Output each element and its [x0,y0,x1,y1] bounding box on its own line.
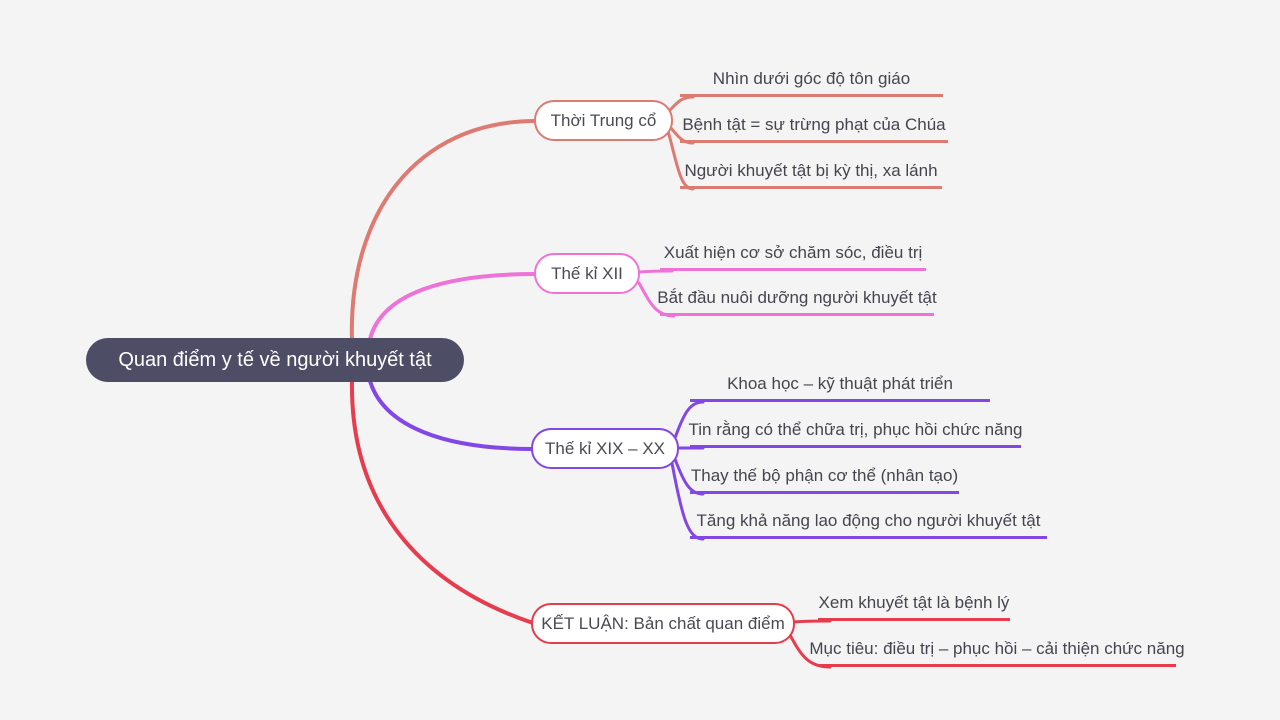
root-topic[interactable]: Quan điểm y tế về người khuyết tật [86,338,464,382]
child-topic[interactable]: Mục tiêu: điều trị – phục hồi – cải thiệ… [809,639,1185,667]
branch-ket-luan[interactable]: KẾT LUẬN: Bản chất quan điểm [531,603,795,644]
edge-branch2-child1 [638,269,674,274]
child-topic[interactable]: Xuất hiện cơ sở chăm sóc, điều trị [660,243,926,271]
child-topic[interactable]: Tin rằng có thể chữa trị, phục hồi chức … [689,420,1023,448]
child-topic[interactable]: Bệnh tật = sự trừng phạt của Chúa [680,115,948,143]
edge-root-branch4 [349,379,535,625]
child-topic[interactable]: Thay thế bộ phận cơ thể (nhân tạo) [690,466,959,494]
child-topic[interactable]: Người khuyết tật bị kỳ thị, xa lánh [680,161,942,189]
child-topic[interactable]: Bắt đầu nuôi dưỡng người khuyết tật [657,288,937,316]
edge-branch4-child1 [792,619,832,624]
edge-root-branch2 [368,272,538,341]
edge-branch1-child1 [667,95,695,113]
child-topic[interactable]: Khoa học – kỹ thuật phát triển [690,374,990,402]
branch-the-ki-xix-xx[interactable]: Thế kỉ XIX – XX [531,428,679,469]
branch-thoi-trung-co[interactable]: Thời Trung cổ [534,100,673,141]
child-topic[interactable]: Tăng khả năng lao động cho người khuyết … [690,511,1047,539]
child-topic[interactable]: Xem khuyết tật là bệnh lý [818,593,1010,621]
edge-branch3-child1 [673,400,705,440]
branch-the-ki-xii[interactable]: Thế kỉ XII [534,253,640,294]
child-topic[interactable]: Nhìn dưới góc độ tôn giáo [680,69,943,97]
edge-root-branch1 [349,119,538,343]
edge-root-branch3 [368,379,535,451]
